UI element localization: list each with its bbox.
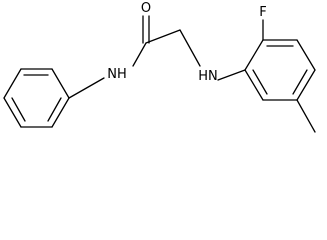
carbonyl-to-ch2-bond [145, 29, 181, 44]
chemical-structure-diagram: O NH HN F [3, 1, 316, 133]
phenyl-bond-4 [3, 97, 22, 128]
amide-nitrogen-label: NH [107, 67, 127, 82]
phenyl-bond-6 [51, 97, 70, 128]
phenyl-bond-1 [51, 68, 70, 99]
aryl-bond-4 [296, 69, 316, 101]
nh-to-carbonyl-bond [132, 42, 147, 67]
aryl-bond-6 [244, 69, 264, 101]
ch2-to-hn-bond [179, 29, 201, 67]
aryl-inner-bond-3 [252, 69, 268, 95]
phenyl-ring [3, 68, 70, 128]
hn-to-aryl-bond [217, 69, 246, 81]
aryl-bond-3 [296, 39, 316, 71]
aryl-inner-bond-2 [292, 69, 308, 95]
fluorine-label: F [259, 5, 266, 20]
phenyl-inner-bond-2 [11, 97, 26, 122]
phenyl-bond-3 [3, 68, 22, 99]
fluoro-methyl-phenyl-ring [244, 39, 316, 101]
oxygen-label: O [141, 1, 151, 16]
phenyl-to-nh-bond [68, 77, 105, 99]
aryl-bond-1 [244, 39, 264, 71]
methyl-bond [296, 99, 316, 133]
amine-nitrogen-label: HN [198, 69, 218, 84]
phenyl-inner-bond-3 [47, 97, 62, 122]
